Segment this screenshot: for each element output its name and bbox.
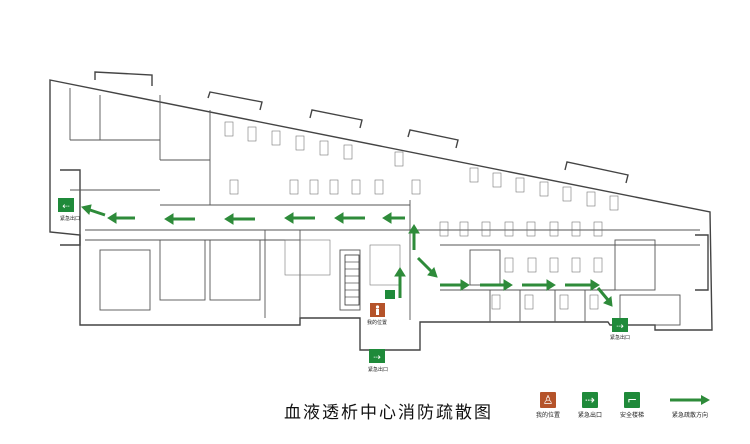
stair-sign <box>385 290 395 299</box>
legend-evac-direction: 紧急疏散方向 <box>660 392 720 419</box>
dialysis-beds <box>224 121 619 310</box>
stairs-runner-icon: ⌐ <box>624 392 640 408</box>
evac-arrow-head <box>107 212 117 224</box>
exit-sign-left: ⇠ <box>58 198 74 212</box>
legend-label: 安全楼梯 <box>619 412 644 419</box>
you-are-here-marker <box>370 303 385 317</box>
legend-you-are-here: ♙ 我的位置 <box>520 392 576 419</box>
legend-label: 我的位置 <box>535 412 560 419</box>
legend-label: 紧急疏散方向 <box>671 412 708 419</box>
page-title: 血液透析中心消防疏散图 <box>284 403 493 423</box>
stairwell <box>344 254 360 306</box>
exit-sign-right: ⇢ <box>612 318 628 332</box>
exit-label-bottom: 紧急出口 <box>368 366 388 373</box>
legend-safe-stairs: ⌐ 安全楼梯 <box>604 392 660 419</box>
you-are-here-label: 我的位置 <box>367 319 387 326</box>
svg-text:⇢: ⇢ <box>616 322 624 332</box>
exit-label-right: 紧急出口 <box>610 334 630 341</box>
running-man-exit-icon: ⇢ <box>582 392 598 408</box>
legend-label: 紧急出口 <box>577 412 602 419</box>
exit-sign-bottom: ⇢ <box>369 349 385 363</box>
legend-emergency-exit: ⇢ 紧急出口 <box>562 392 618 419</box>
interior-walls <box>69 88 700 326</box>
svg-text:⇢: ⇢ <box>373 353 381 363</box>
svg-text:⇠: ⇠ <box>62 202 70 212</box>
green-arrow-icon <box>660 392 720 408</box>
building-outline <box>49 71 713 351</box>
evacuation-arrows <box>81 204 613 307</box>
person-icon: ♙ <box>540 392 556 408</box>
exit-label-left: 紧急出口 <box>60 215 80 222</box>
